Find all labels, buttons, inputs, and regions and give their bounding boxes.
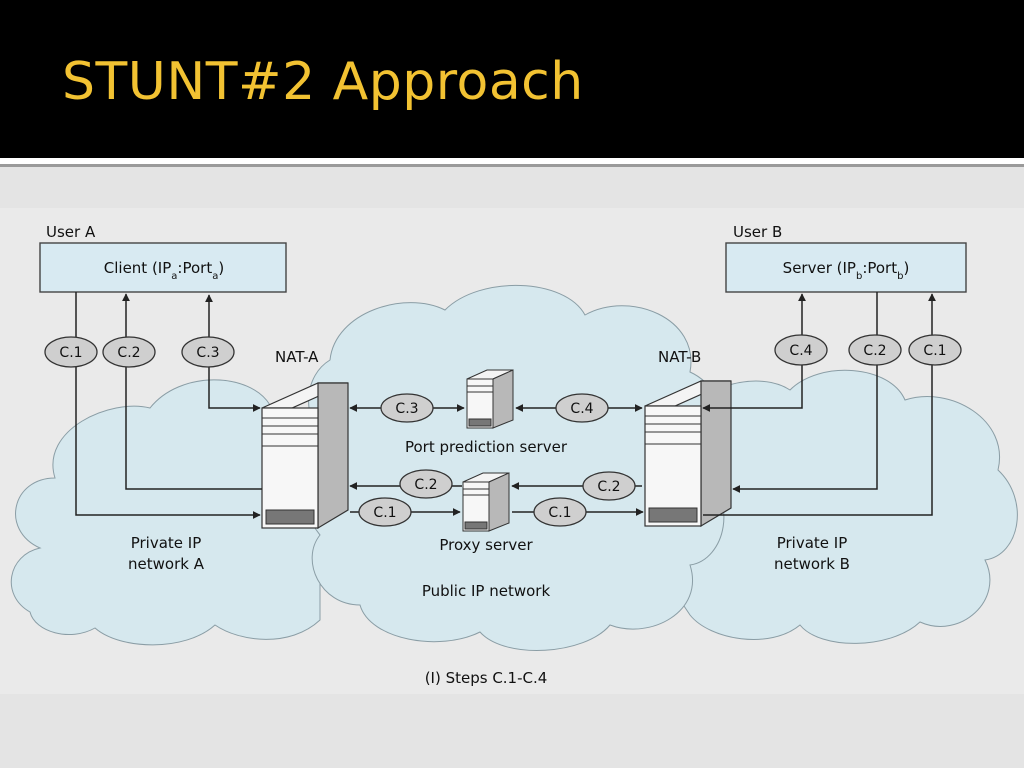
public-network-cloud (303, 285, 725, 651)
svg-text:C.2: C.2 (863, 343, 886, 359)
step-oval-c3-middle: C.3 (380, 393, 434, 423)
svg-text:C.2: C.2 (597, 479, 620, 495)
server-label: Server (IPb:Portb) (783, 259, 910, 282)
step-oval-c3-left: C.3 (181, 336, 235, 368)
svg-text:C.1: C.1 (373, 505, 396, 521)
step-oval-c1-left: C.1 (44, 336, 98, 368)
svg-text:C.2: C.2 (117, 345, 140, 361)
private-network-a-label-line1: Private IP (131, 534, 202, 552)
private-network-b-label-line1: Private IP (777, 534, 848, 552)
private-network-b-label-line2: network B (774, 555, 850, 573)
client-box (39, 242, 287, 293)
step-oval-c1-middle-right: C.1 (533, 497, 587, 527)
svg-text:C.4: C.4 (570, 401, 593, 417)
c4-nat-b-server-line (702, 293, 806, 412)
step-oval-c1-middle-left: C.1 (358, 497, 412, 527)
nat-b-label: NAT-B (658, 348, 701, 366)
port-prediction-server-label: Port prediction server (405, 438, 568, 456)
step-oval-c2-right: C.2 (848, 334, 902, 366)
user-a-label: User A (46, 223, 96, 241)
private-network-b-cloud (679, 369, 1018, 644)
figure-caption: (I) Steps C.1-C.4 (425, 669, 548, 687)
nat-a-label: NAT-A (275, 348, 319, 366)
c1-nat-b-to-server-line (703, 293, 936, 516)
svg-text:C.2: C.2 (414, 477, 437, 493)
c3-client-nat-a-line (205, 294, 261, 412)
svg-text:C.4: C.4 (789, 343, 812, 359)
private-network-a-label-line2: network A (128, 555, 205, 573)
svg-text:C.1: C.1 (59, 345, 82, 361)
diagram-figure: Client (IPa:Porta) Server (IPb:Portb) Us… (0, 208, 1024, 694)
server-box (725, 242, 967, 293)
step-oval-c4-right: C.4 (774, 334, 828, 366)
title-divider (0, 158, 1024, 164)
svg-text:C.1: C.1 (548, 505, 571, 521)
title-divider-shadow (0, 164, 1024, 167)
stunt-diagram: Client (IPa:Porta) Server (IPb:Portb) Us… (10, 223, 1018, 687)
svg-text:C.1: C.1 (923, 343, 946, 359)
port-prediction-server-icon (466, 369, 514, 429)
slide-title: STUNT#2 Approach (62, 52, 584, 112)
svg-text:C.3: C.3 (395, 401, 418, 417)
step-oval-c2-left: C.2 (102, 336, 156, 368)
step-oval-c4-middle: C.4 (555, 393, 609, 423)
slide-header: STUNT#2 Approach (0, 0, 1024, 158)
step-oval-c2-middle-right: C.2 (582, 471, 636, 501)
public-network-label: Public IP network (422, 582, 551, 600)
proxy-server-icon (462, 472, 510, 532)
nat-a-server-icon (261, 382, 349, 530)
client-label: Client (IPa:Porta) (104, 259, 224, 282)
proxy-server-label: Proxy server (439, 536, 533, 554)
user-b-label: User B (733, 223, 782, 241)
svg-text:C.3: C.3 (196, 345, 219, 361)
step-oval-c1-right: C.1 (908, 334, 962, 366)
step-oval-c2-middle-left: C.2 (399, 469, 453, 499)
